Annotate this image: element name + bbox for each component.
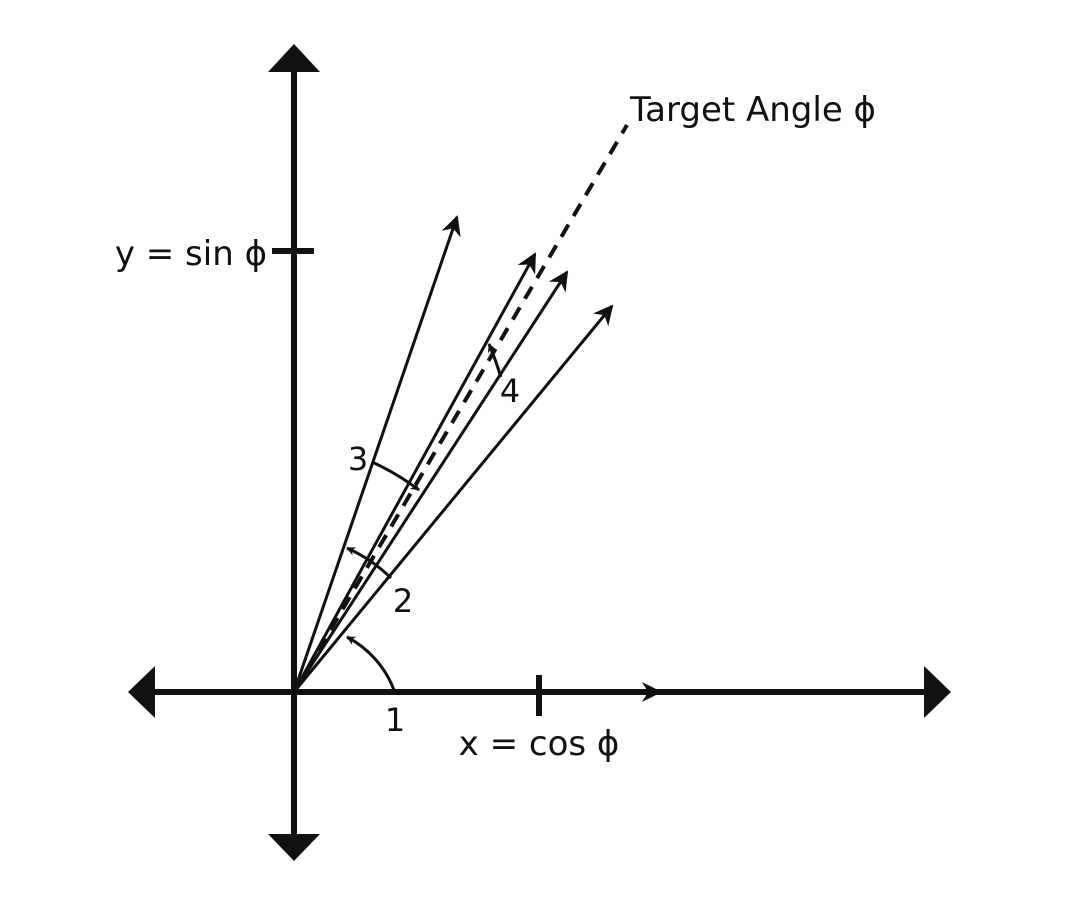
y-tick-label: y = sin ϕ xyxy=(115,234,267,274)
rotation-arc-2 xyxy=(346,546,393,580)
target-angle-line xyxy=(292,123,629,694)
x-axis-left-arrowhead xyxy=(128,666,155,718)
vector-step-1 xyxy=(292,304,614,693)
step-2-label: 2 xyxy=(393,582,413,620)
step-1-label: 1 xyxy=(385,701,405,739)
rotation-arc-3 xyxy=(371,460,420,492)
vector-step-3 xyxy=(292,270,569,693)
x-tick-label: x = cos ϕ xyxy=(459,724,620,764)
target-angle-label: Target Angle ϕ xyxy=(629,90,876,130)
step-4-label: 4 xyxy=(500,372,520,410)
x-axis-right-arrowhead xyxy=(924,666,951,718)
rotation-arc-1 xyxy=(346,635,396,691)
step-3-label: 3 xyxy=(348,440,368,478)
y-axis-top-arrowhead xyxy=(268,44,320,72)
vector-step-4 xyxy=(292,252,537,693)
vector-step-2 xyxy=(292,215,461,693)
y-axis xyxy=(268,44,320,861)
y-axis-bottom-arrowhead xyxy=(268,834,320,861)
rotation-arc-4 xyxy=(487,343,503,378)
